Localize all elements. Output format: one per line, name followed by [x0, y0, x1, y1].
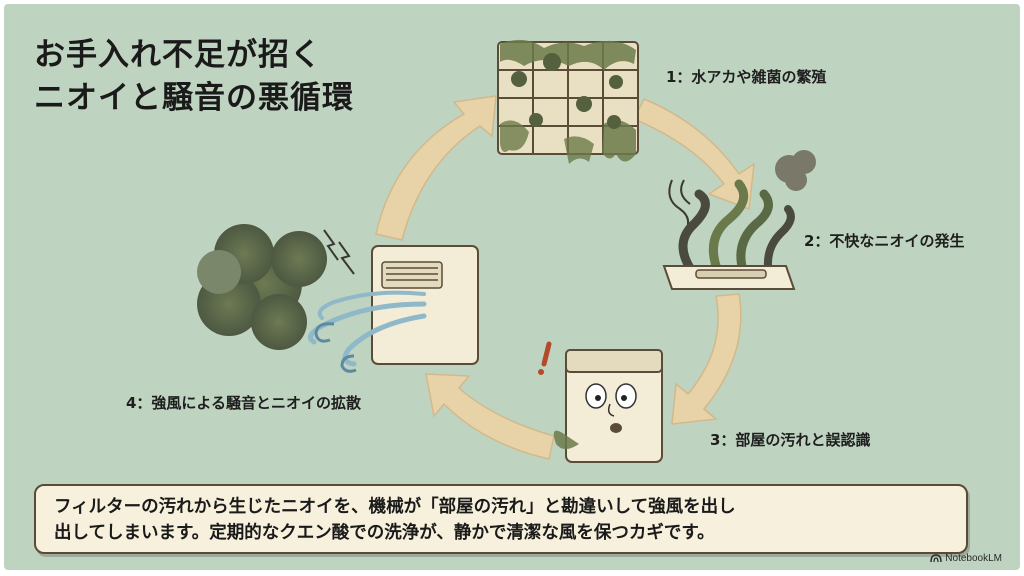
cycle-arrow-1-to-2: [632, 98, 755, 211]
brand-watermark: NotebookLM: [930, 553, 1002, 564]
summary-note: フィルターの汚れから生じたニオイを、機械が「部屋の汚れ」と勘違いして強風を出し …: [34, 484, 968, 554]
title-line-1: お手入れ不足が招く: [34, 37, 322, 73]
cycle-illustration: [197, 39, 816, 463]
odor-vent-icon: [662, 150, 816, 290]
summary-note-line-2: 出してしまいます。定期的なクエン酸での洗浄が、静かで清潔な風を保つカギです。: [54, 523, 715, 543]
cycle-arrow-4-to-1: [375, 95, 497, 241]
strong-wind-appliance-icon: [197, 224, 479, 373]
step-3-label: 3：部屋の汚れと誤認識: [710, 431, 871, 449]
title-line-2: ニオイと騒音の悪循環: [34, 80, 354, 116]
slide: お手入れ不足が招く ニオイと騒音の悪循環 1：水アカや雑菌の繁殖 2：不快なニオ…: [4, 4, 1020, 570]
notebooklm-logo-icon: [930, 554, 943, 563]
cycle-arrow-3-to-4: [425, 373, 555, 460]
summary-note-line-1: フィルターの汚れから生じたニオイを、機械が「部屋の汚れ」と勘違いして強風を出し: [54, 497, 736, 517]
page-title: お手入れ不足が招く ニオイと騒音の悪循環: [34, 34, 354, 120]
surprised-appliance-icon: [538, 341, 663, 463]
brand-text: NotebookLM: [945, 553, 1002, 564]
dirty-filter-icon: [497, 39, 639, 164]
cycle-arrow-2-to-3: [671, 293, 742, 425]
step-2-label: 2：不快なニオイの発生: [804, 232, 965, 250]
step-1-label: 1：水アカや雑菌の繁殖: [666, 68, 827, 86]
step-4-label: 4：強風による騒音とニオイの拡散: [126, 394, 361, 412]
